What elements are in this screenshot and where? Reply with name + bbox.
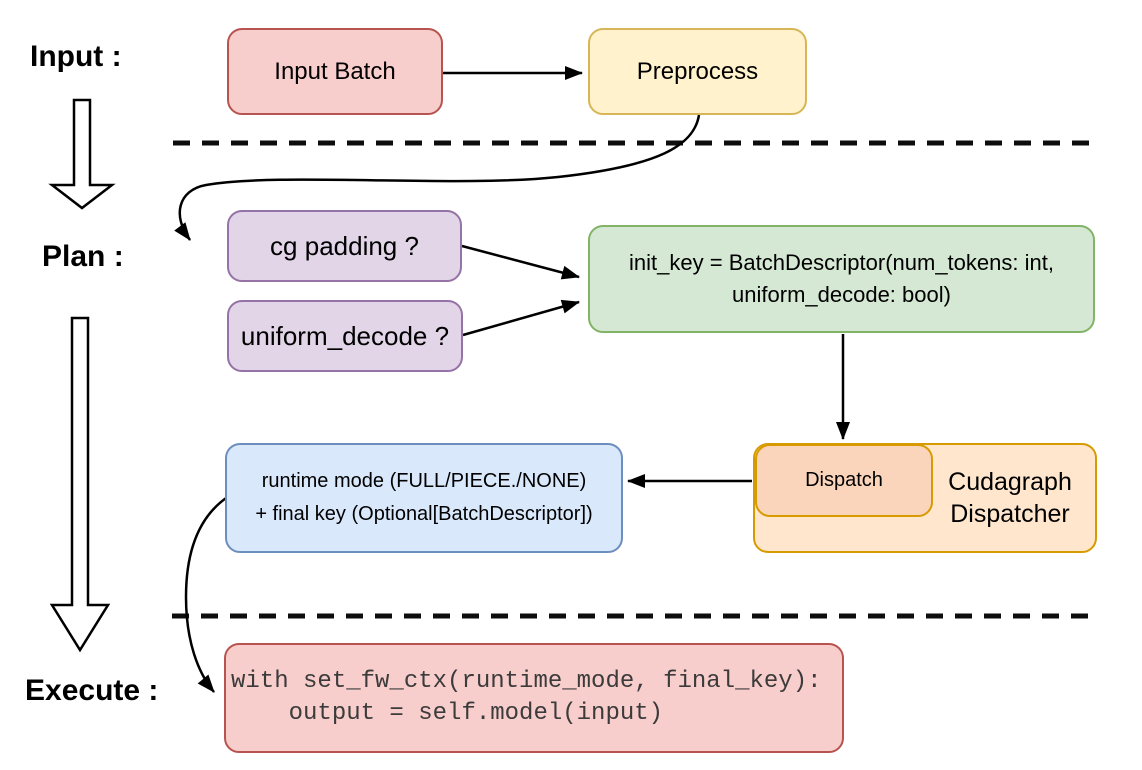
node-uniform-decode: uniform_decode ? [227, 300, 463, 372]
node-init-key: init_key = BatchDescriptor(num_tokens: i… [588, 225, 1095, 333]
input-stage-arrow-icon [48, 98, 116, 210]
connector-uniform-decode-to-init-key [462, 299, 580, 337]
node-preprocess: Preprocess [588, 28, 807, 115]
connector-runtime-mode-to-execute-code [184, 494, 230, 693]
stage-label-input: Input : [30, 40, 122, 73]
node-runtime-mode: runtime mode (FULL/PIECE./NONE) + final … [225, 443, 623, 553]
node-label: Preprocess [636, 57, 759, 85]
node-input-batch: Input Batch [227, 28, 443, 115]
node-dispatch: Dispatch [755, 444, 933, 517]
connector-cg-padding-to-init-key [461, 244, 580, 280]
node-label: init_key = BatchDescriptor(num_tokens: i… [629, 250, 1054, 307]
stage-label-plan: Plan : [42, 240, 124, 273]
node-label: with set_fw_ctx(runtime_mode, final_key)… [231, 668, 822, 727]
node-label: Cudagraph Dispatcher [948, 468, 1072, 528]
node-label: Input Batch [274, 57, 396, 85]
plan-stage-arrow-icon [49, 316, 111, 653]
node-label: uniform_decode ? [240, 320, 450, 351]
stage-label-execute: Execute : [25, 674, 159, 707]
node-cg-padding: cg padding ? [227, 210, 462, 282]
node-execute-code: with set_fw_ctx(runtime_mode, final_key)… [224, 643, 844, 753]
connector-preprocess-to-cg-padding [174, 114, 701, 241]
node-label: Dispatch [805, 469, 883, 491]
node-label: cg padding ? [270, 230, 419, 261]
node-label: runtime mode (FULL/PIECE./NONE) + final … [255, 470, 593, 525]
